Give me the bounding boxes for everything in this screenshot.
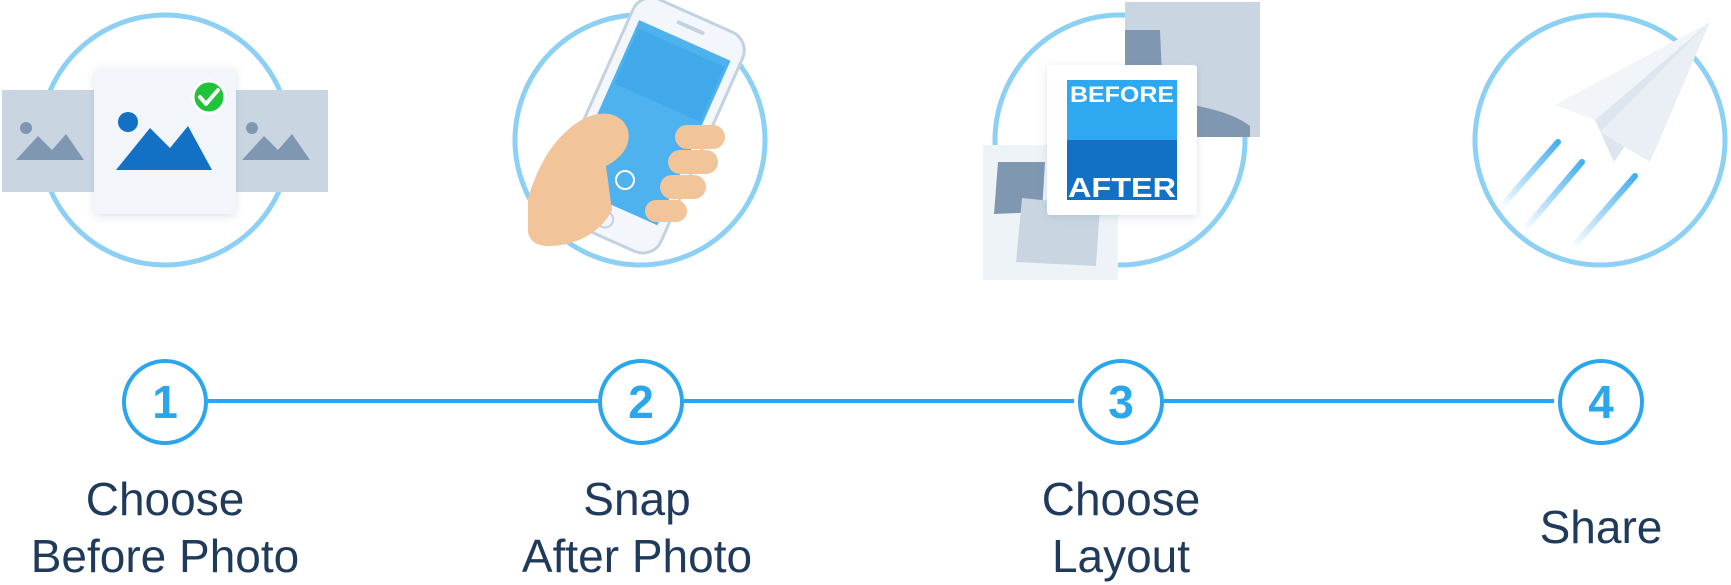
- side-photo-right-icon: [236, 90, 328, 192]
- card-after-text: AFTER: [1068, 172, 1176, 203]
- connector-line-1-2: [208, 399, 598, 403]
- check-badge-icon: [191, 79, 227, 115]
- connector-line-3-4: [1164, 399, 1554, 403]
- side-photo-left-icon: [2, 90, 94, 192]
- step-2-badge: 2: [598, 359, 684, 445]
- paper-plane-icon: [1497, 22, 1710, 251]
- step-1-label-line-2: Before Photo: [30, 529, 300, 582]
- step-3-label-line-2: Layout: [1051, 529, 1191, 582]
- step-1-illustration: [2, 12, 328, 268]
- step-3-ring: [992, 12, 1248, 268]
- layout-card-icon: BEFORE AFTER: [1047, 65, 1197, 215]
- step-4-label: Share: [1411, 470, 1731, 585]
- step-4-number: 4: [1588, 376, 1614, 428]
- step-2-label-line-2: After Photo: [521, 529, 753, 582]
- hand-holding-phone-icon: [528, 0, 746, 255]
- card-before-text: BEFORE: [1070, 82, 1174, 107]
- step-2-label: Snap After Photo: [447, 470, 827, 585]
- step-2-number: 2: [628, 376, 654, 428]
- step-3-label-line-1: Choose: [1041, 472, 1201, 525]
- step-1-badge: 1: [122, 359, 208, 445]
- step-4-ring: [1472, 12, 1728, 268]
- connector-line-2-3: [684, 399, 1074, 403]
- step-1-label: Choose Before Photo: [0, 470, 355, 585]
- step-4-illustration: [1472, 12, 1728, 268]
- steps-illustrations: BEFORE AFTER: [2, 0, 1728, 280]
- step-4-label-line-1: Share: [1539, 501, 1663, 553]
- step-3-label: Choose Layout: [931, 470, 1311, 585]
- shutter-icon: [615, 170, 635, 190]
- step-1-label-line-1: Choose: [85, 472, 245, 525]
- step-2-illustration: [512, 0, 768, 268]
- step-4-badge: 4: [1558, 359, 1644, 445]
- step-2-label-line-1: Snap: [583, 472, 691, 525]
- step-3-illustration: BEFORE AFTER: [983, 2, 1260, 280]
- step-1-number: 1: [152, 376, 178, 428]
- step-3-number: 3: [1108, 376, 1134, 428]
- step-3-badge: 3: [1078, 359, 1164, 445]
